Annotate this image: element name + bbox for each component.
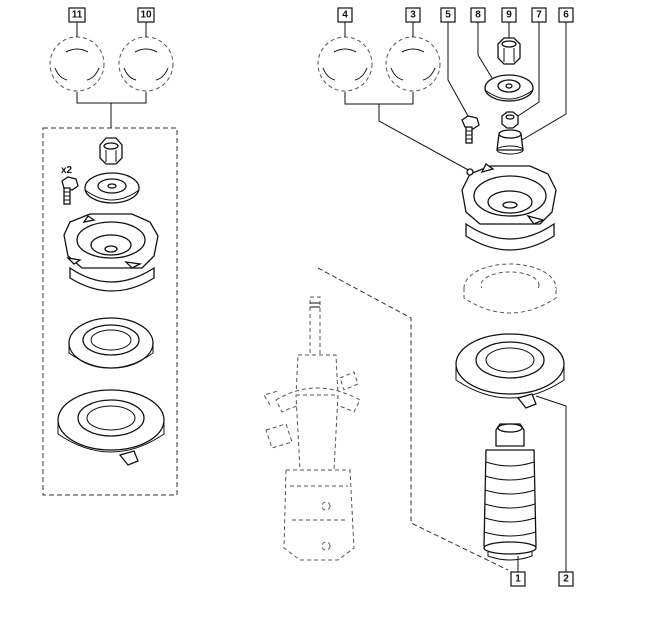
- ghost-ring-10: [118, 36, 174, 92]
- kit-frame: [42, 127, 178, 496]
- svg-text:10: 10: [140, 10, 152, 21]
- svg-text:8: 8: [475, 10, 481, 21]
- svg-text:1: 1: [515, 574, 521, 585]
- ghost-ring-3: [385, 36, 441, 92]
- nut-7: [501, 111, 519, 129]
- nut-9: [497, 37, 521, 65]
- left-bearing: [68, 317, 154, 369]
- washer-8: [484, 74, 534, 102]
- callout-8: 8: [470, 7, 486, 23]
- left-bolt-x2: [61, 176, 79, 205]
- svg-text:6: 6: [563, 10, 569, 21]
- callout-3: 3: [405, 7, 421, 23]
- callout-2: 2: [558, 571, 574, 587]
- svg-text:7: 7: [536, 10, 542, 21]
- left-upper-mount: [63, 213, 159, 292]
- svg-text:5: 5: [445, 10, 451, 21]
- strut-assembly: [263, 267, 509, 571]
- callout-7: 7: [531, 7, 547, 23]
- left-spring-seat: [57, 389, 165, 466]
- callout-11: 11: [68, 7, 86, 23]
- callout-6: 6: [558, 7, 574, 23]
- svg-text:11: 11: [72, 10, 83, 21]
- bump-stop-boot-1: [483, 423, 537, 561]
- callout-10: 10: [137, 7, 155, 23]
- ghost-ring-4: [317, 36, 373, 92]
- svg-text:9: 9: [506, 10, 512, 21]
- left-kit-group: x2: [42, 22, 178, 496]
- right-upper-mount: [461, 163, 557, 251]
- callout-1: 1: [510, 571, 526, 587]
- svg-text:4: 4: [342, 10, 348, 21]
- dashed-spring-pad: [463, 263, 557, 314]
- callout-5: 5: [440, 7, 456, 23]
- callout-4: 4: [337, 7, 353, 23]
- callout-9: 9: [501, 7, 517, 23]
- right-group: [317, 22, 567, 572]
- ghost-ring-11: [49, 36, 105, 92]
- sleeve-6: [496, 129, 524, 155]
- spring-seat-2: [455, 333, 565, 409]
- left-washer: [84, 172, 140, 204]
- bolt-5: [461, 115, 480, 144]
- svg-text:2: 2: [563, 574, 569, 585]
- svg-text:3: 3: [410, 10, 416, 21]
- quantity-note: x2: [61, 165, 73, 176]
- left-top-nut: [99, 137, 123, 165]
